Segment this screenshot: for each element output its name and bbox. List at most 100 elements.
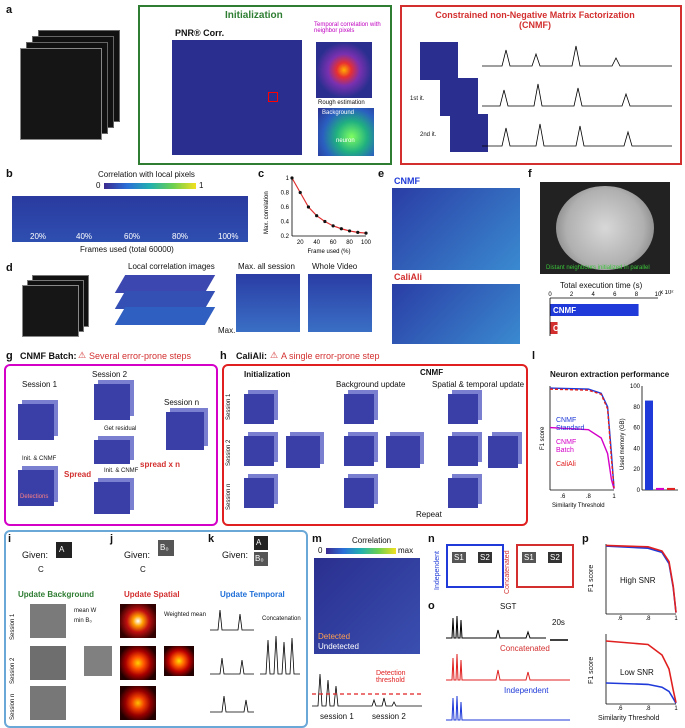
k-concat: Concatenation (262, 616, 301, 622)
g-detections: Detections (20, 494, 49, 500)
g-spread-xn: spread x n (140, 460, 181, 469)
n-ind-s1: S1 (452, 552, 466, 563)
mem-bar-2 (667, 487, 675, 490)
i-mean-w: mean W (74, 608, 97, 614)
f-xtick-4: 8 (635, 292, 639, 298)
mem-bar-1 (656, 487, 664, 490)
pnr-image (172, 40, 302, 155)
l-xtick-1: .8 (586, 494, 592, 500)
chart-p: .6.6.8.811 (605, 544, 678, 712)
l-legend-1-b: Batch (556, 447, 574, 454)
h-warning-icon: ⚠ (270, 350, 279, 360)
o-concatenated: Concatenated (500, 644, 550, 653)
c-ytick-3: 0.4 (281, 220, 290, 226)
i-session-2: Session 2 (10, 657, 16, 684)
i-bg-image-1 (30, 604, 66, 638)
j-title: Update Spatial (124, 590, 180, 599)
c-point-2 (306, 205, 311, 209)
c-point-3 (315, 214, 319, 218)
f-neurons (556, 186, 654, 270)
c-ytick-2: 0.6 (281, 205, 290, 211)
c-point-1 (298, 190, 302, 195)
panel-label-j: j (110, 533, 114, 545)
f-xtick-3: 6 (613, 292, 617, 298)
f-time-title: Total execution time (s) (560, 281, 643, 290)
c-series-line (291, 177, 367, 234)
l-curve-0 (549, 387, 615, 488)
n-con-s2: S2 (548, 552, 562, 563)
d-max-all-image (236, 274, 300, 332)
c-ylabel: Max. correlation (264, 191, 270, 234)
m-undetected: Undetected (318, 642, 359, 651)
p-low-concatenated (605, 640, 677, 703)
c-xtick-3: 80 (346, 240, 353, 246)
l-curve-1 (549, 426, 615, 490)
temporal-corr-image (316, 42, 372, 98)
c-xtick-0: 20 (297, 240, 304, 246)
mem-ytick-4: 20 (633, 467, 640, 473)
cnmf-iter-1 (440, 78, 478, 116)
p-low-xtick-0: .6 (617, 706, 623, 712)
h-init-merged-cube (286, 436, 320, 468)
d-whole-video-image (308, 274, 372, 332)
c-point-5 (331, 224, 335, 228)
panel-label-i: i (8, 533, 12, 545)
g-warning-icon: ⚠ (78, 350, 87, 360)
g-session2-final-cube (94, 482, 130, 514)
e-caliali-label: CaliAli (394, 272, 423, 282)
n-concatenated-box (516, 544, 574, 588)
temporal-corr-label: Temporal correlation with neighbor pixel… (314, 22, 381, 34)
f-bar-1 (550, 322, 558, 334)
h-init-cube-1 (244, 394, 274, 424)
p-low-xtick-2: 1 (674, 706, 678, 712)
panel-label-f: f (528, 168, 532, 180)
p-high-xtick-0: .6 (617, 616, 623, 622)
mem-ytick-2: 60 (633, 426, 640, 432)
l-curve-2 (549, 388, 615, 488)
mem-ylabel: Used memory (GB) (620, 418, 626, 470)
j-spatial-2 (120, 646, 156, 680)
pnr-label: PNR® Corr. (175, 28, 225, 38)
j-c-label: C (140, 565, 146, 574)
n-independent-box (446, 544, 504, 588)
n-independent: Independent (434, 551, 441, 590)
i-title: Update Background (18, 590, 95, 599)
cnmf-box (400, 5, 682, 165)
panel-label-p: p (582, 533, 589, 545)
m-traces (312, 673, 422, 707)
c-xtick-1: 40 (313, 240, 320, 246)
g-session2: Session 2 (92, 370, 128, 379)
d-max-all: Max. all session (238, 262, 295, 271)
mem-ytick-0: 100 (630, 384, 641, 390)
b-colorbar (104, 183, 196, 189)
i-session-1: Session 1 (10, 613, 16, 640)
g-get-residual: Get residual (104, 426, 137, 432)
panel-label-k: k (208, 533, 215, 545)
m-session1: session 1 (320, 712, 354, 721)
c-point-7 (347, 229, 352, 233)
g-detections-cube (18, 470, 54, 506)
f-bar-label-1: CaliAli (553, 324, 578, 333)
j-b-image (158, 540, 174, 556)
f-bar-label-0: CNMF (553, 306, 576, 315)
k-b-image (254, 552, 268, 566)
i-c-label: C (38, 565, 44, 574)
b-image-strip (12, 196, 248, 242)
panel-label-o: o (428, 600, 435, 612)
l-xtick-2: 1 (612, 494, 616, 500)
panel-label-e: e (378, 168, 385, 180)
k-given: Given: (222, 550, 249, 560)
h-repeat: Repeat (416, 510, 442, 519)
h-session-n: Session n (226, 483, 232, 510)
k-a-image (254, 536, 268, 550)
i-bg-merged (84, 646, 112, 676)
j-weighted: Weighted mean (164, 612, 206, 618)
h-st-cube-1 (448, 394, 478, 424)
ijk-box (4, 530, 308, 728)
h-bg-merged-cube (386, 436, 420, 468)
c-point-9 (364, 231, 368, 235)
h-cnmf: CNMF (420, 368, 444, 377)
l-title: Neuron extraction performance (550, 370, 670, 379)
c-point-4 (323, 219, 327, 224)
